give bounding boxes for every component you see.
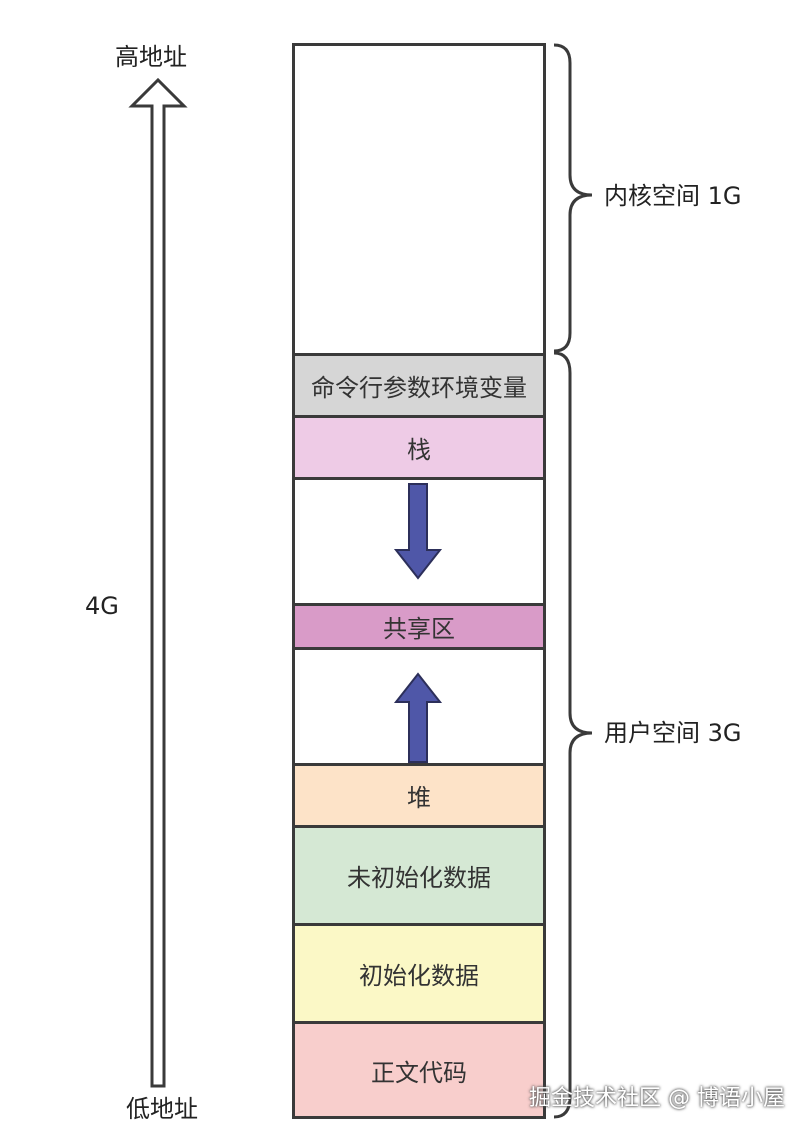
stack-label: 栈 [407,436,431,464]
bss-label: 未初始化数据 [347,864,491,892]
args-env-block: 命令行参数环境变量 [295,356,543,418]
shared-region-block: 共享区 [295,606,543,650]
data-label: 初始化数据 [359,962,479,990]
args-env-label: 命令行参数环境变量 [311,374,527,402]
text-block: 正文代码 [295,1024,543,1116]
stack-block: 栈 [295,418,543,480]
heap-label: 堆 [407,784,431,812]
user-space-label: 用户空间 3G [604,719,742,747]
shared-region-label: 共享区 [383,615,455,643]
stack-down-arrow [393,483,443,580]
heap-up-arrow [393,672,443,763]
user-space-brace [553,351,593,1119]
text-label: 正文代码 [371,1058,467,1087]
kernel-space-label: 内核空间 1G [604,182,742,210]
size-label: 4G [85,592,119,620]
data-block: 初始化数据 [295,926,543,1024]
low-address-label: 低地址 [126,1095,198,1123]
address-arrow [128,77,188,1088]
kernel-space-block [295,46,543,356]
bss-block: 未初始化数据 [295,828,543,926]
heap-block: 堆 [295,766,543,828]
kernel-space-brace [553,43,593,353]
memory-layout-column: 命令行参数环境变量 栈 共享区 堆 未初始化数据 初始化数据 正文代码 [292,43,546,1119]
watermark: 掘金技术社区 @ 博语小屋 [529,1086,785,1111]
high-address-label: 高地址 [115,43,187,71]
